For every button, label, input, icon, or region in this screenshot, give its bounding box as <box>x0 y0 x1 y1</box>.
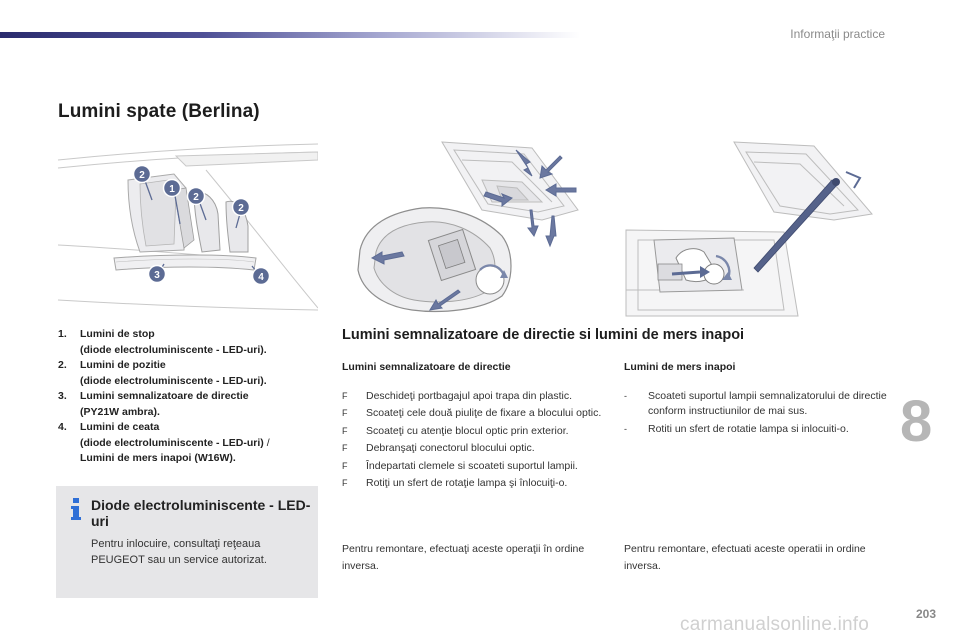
legend-item-2: 2. Lumini de pozitie (diode electrolumin… <box>58 358 323 389</box>
reverse-lamp-illustration <box>625 141 873 317</box>
column-title: Lumini de mers inapoi <box>624 361 736 373</box>
legend-line: Lumini de mers inapoi (W16W). <box>80 452 236 464</box>
legend-line: (diode electroluminiscente - LED-uri). <box>80 374 267 387</box>
step-item: F Rotiţi un sfert de rotaţie lampa şi înl… <box>342 476 604 492</box>
legend-number: 2. <box>58 359 67 371</box>
step-item: F Scoateţi cele două piuliţe de fixare a … <box>342 406 604 422</box>
reassembly-note-right: Pentru remontare, efectuati aceste opera… <box>624 543 866 572</box>
legend-line: (PY21W ambra). <box>80 405 160 418</box>
callout-2b-label: 2 <box>193 192 199 203</box>
lamp-holder-removal-illustration <box>357 141 579 313</box>
step-marker: F <box>342 460 348 471</box>
page-title: Lumini spate (Berlina) <box>58 101 260 122</box>
chapter-number: 8 <box>900 389 933 454</box>
step-text: Scoateţi cu atenţie blocul optic prin ex… <box>366 424 569 437</box>
legend-separator: / <box>263 436 270 449</box>
callout-4-label: 4 <box>258 272 264 283</box>
legend-item-3: 3. Lumini semnalizatoare de directie (PY… <box>58 389 323 420</box>
step-item: F Deschideţi portbagajul apoi trapa din p… <box>342 389 604 405</box>
section-heading: Lumini semnalizatoare de directie si lum… <box>342 327 745 343</box>
step-marker: F <box>342 443 348 453</box>
callout-4 <box>251 266 271 286</box>
step-text: Rotiţi un sfert de rotaţie lampa şi înlo… <box>366 477 568 489</box>
callout-3 <box>147 264 167 284</box>
column-title: Lumini semnalizatoare de directie <box>342 361 511 373</box>
step-item: F Îndepartati clemele si scoateti suportu… <box>342 459 604 475</box>
legend-line: Lumini de pozitie <box>80 359 166 371</box>
legend-item-1: 1. Lumini de stop (diode electroluminisc… <box>58 327 323 358</box>
step-text: Scoateti suportul lampii semnalizatorulu… <box>648 389 887 418</box>
callout-2b <box>186 186 206 206</box>
step-item: F Debranşaţi conectorul blocului optic. <box>342 441 604 457</box>
reassembly-note-left: Pentru remontare, efectuaţi aceste opera… <box>342 543 585 572</box>
step-text: Deschideţi portbagajul apoi trapa din pl… <box>366 389 573 402</box>
callout-1-label: 1 <box>169 184 175 195</box>
header-accent-bar <box>0 32 580 38</box>
callout-2a-label: 2 <box>139 170 145 181</box>
step-marker: - <box>624 423 627 434</box>
legend-line: (diode electroluminiscente - LED-uri). <box>80 343 267 356</box>
step-marker: F <box>342 408 348 418</box>
figure-legend: 1. Lumini de stop (diode electroluminisc… <box>58 327 323 467</box>
callout-2a <box>132 164 152 184</box>
legend-text: Lumini de pozitie (diode electroluminisc… <box>80 358 267 389</box>
info-box: Diode electroluminiscente - LED-uri Pent… <box>56 486 318 598</box>
step-marker: F <box>342 425 348 436</box>
info-icon <box>71 498 81 520</box>
legend-text: Lumini de stop (diode electroluminiscent… <box>80 327 267 358</box>
tail-lights-illustration: 1 2 2 2 3 4 <box>57 143 318 311</box>
figure-callouts: 1 2 2 2 3 4 <box>132 164 271 286</box>
page-number: 203 <box>915 607 936 621</box>
legend-number: 3. <box>58 390 67 402</box>
watermark: carmanualsonline.info <box>680 614 870 635</box>
step-marker: F <box>342 478 348 488</box>
step-item: - Scoateti suportul lampii semnalizatorul… <box>624 389 890 420</box>
step-marker: F <box>342 390 348 401</box>
legend-line: Lumini de stop <box>80 328 155 340</box>
callout-3-label: 3 <box>154 270 160 281</box>
step-text: Scoateţi cele două piuliţe de fixare a b… <box>366 407 602 419</box>
section-header: Informaţii practice <box>790 27 885 41</box>
legend-line: Lumini de ceata <box>80 421 160 433</box>
step-text: Debranşaţi conectorul blocului optic. <box>366 442 535 454</box>
legend-number: 4. <box>58 421 67 433</box>
info-box-body: Pentru inlocuire, consultaţi reţeaua PEU… <box>91 538 267 566</box>
legend-text: Lumini de ceata (diode electroluminiscen… <box>80 420 270 467</box>
step-item: F Scoateţi cu atenţie blocul optic prin e… <box>342 424 604 440</box>
legend-text: Lumini semnalizatoare de directie (PY21W… <box>80 389 249 420</box>
callout-2c <box>231 197 251 217</box>
legend-item-4: 4. Lumini de ceata (diode electroluminis… <box>58 420 323 467</box>
reverse-lamp-column: Lumini de mers inapoi - Scoateti suportul… <box>624 360 890 439</box>
step-item: - Rotiti un sfert de rotatie lampa si inl… <box>624 422 890 438</box>
callout-2c-label: 2 <box>238 203 244 214</box>
legend-line-part: (diode electroluminiscente - LED-uri) <box>80 436 264 449</box>
legend-number: 1. <box>58 328 67 340</box>
legend-line-combined: (diode electroluminiscente - LED-uri) / <box>80 436 270 452</box>
step-marker: - <box>624 390 627 401</box>
legend-line: Lumini semnalizatoare de directie <box>80 390 249 402</box>
step-text: Rotiti un sfert de rotatie lampa si inlo… <box>648 422 849 435</box>
turn-signal-column: Lumini semnalizatoare de directie F Desch… <box>342 360 604 494</box>
step-text: Îndepartati clemele si scoateti suportul… <box>366 459 578 472</box>
callout-1 <box>162 178 182 198</box>
info-box-title: Diode electroluminiscente - LED-uri <box>91 497 311 529</box>
